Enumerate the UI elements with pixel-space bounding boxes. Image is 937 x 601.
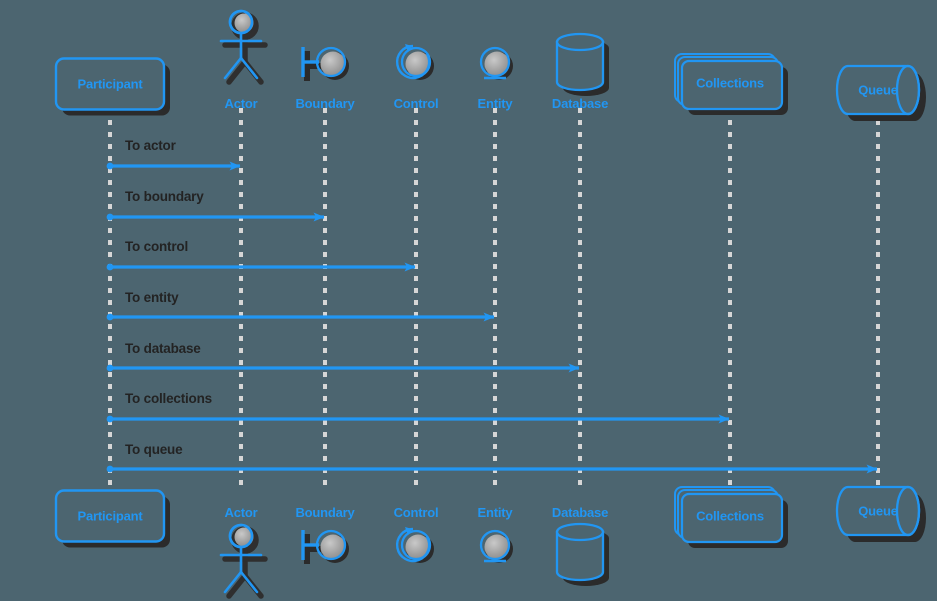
- boundary-ring: [315, 46, 347, 78]
- boundary-ring: [315, 529, 347, 561]
- database-body: [555, 530, 605, 582]
- actor-head-ring: [228, 523, 254, 549]
- database-top: [555, 522, 605, 542]
- control-fill: [405, 534, 431, 560]
- database-top: [555, 32, 605, 52]
- message-label-6: To collections: [125, 391, 212, 406]
- shape-queue-top[interactable]: [835, 64, 926, 121]
- message-label-5: To database: [125, 341, 201, 356]
- message-4[interactable]: [106, 312, 495, 322]
- lifeline-label-top-database: Database: [551, 96, 609, 111]
- actor-leg-l: [226, 573, 248, 599]
- shape-entity-top[interactable]: [479, 46, 513, 80]
- shape-actor-bottom[interactable]: [219, 523, 268, 599]
- control-arrowhead: [405, 44, 412, 52]
- collections-front: [680, 59, 784, 111]
- lifelines-group: [108, 108, 880, 492]
- actor-leg-l: [223, 570, 243, 594]
- shape-control-top[interactable]: [395, 44, 434, 80]
- control-arrowhead: [405, 527, 412, 535]
- lifeline-label-top-collections: Collections: [696, 75, 764, 91]
- lifeline-shapes-group: [54, 9, 926, 599]
- message-7[interactable]: [106, 464, 878, 474]
- messages-group: [106, 161, 878, 474]
- shape-participant-bottom[interactable]: [54, 489, 170, 548]
- message-label-7: To queue: [125, 442, 183, 457]
- shape-database-top[interactable]: [555, 32, 609, 96]
- actor-head-fill: [234, 13, 254, 33]
- queue-cap: [895, 64, 921, 116]
- shape-collections-bottom[interactable]: [674, 486, 788, 548]
- entity-sphere: [479, 529, 513, 563]
- shape-entity-bottom[interactable]: [479, 529, 513, 563]
- boundary-fill: [320, 51, 346, 77]
- actor-leg-r: [239, 570, 259, 594]
- actor-leg-l: [226, 59, 248, 85]
- lifeline-label-top-boundary: Boundary: [295, 96, 355, 111]
- collections-front: [680, 492, 784, 544]
- shape-participant-top[interactable]: [54, 57, 170, 116]
- shape-queue-bottom[interactable]: [835, 485, 926, 542]
- message-label-2: To boundary: [125, 189, 204, 204]
- message-label-4: To entity: [125, 290, 179, 305]
- message-1[interactable]: [106, 161, 241, 171]
- message-3[interactable]: [106, 262, 416, 272]
- message-5[interactable]: [106, 363, 580, 373]
- lifeline-label-bottom-control: Control: [393, 505, 439, 520]
- actor-leg-r: [239, 56, 259, 80]
- shape-boundary-bottom[interactable]: [301, 529, 349, 564]
- entity-fill: [484, 51, 510, 77]
- boundary-fill: [320, 534, 346, 560]
- boundary-sphere: [315, 46, 349, 80]
- control-arc: [395, 44, 431, 80]
- shape-collections-top[interactable]: [674, 53, 788, 115]
- message-2[interactable]: [106, 212, 325, 222]
- message-label-1: To actor: [125, 138, 176, 153]
- entity-fill: [484, 534, 510, 560]
- lifeline-label-bottom-actor: Actor: [224, 505, 258, 520]
- queue-cap: [895, 485, 921, 537]
- control-sphere: [400, 529, 434, 563]
- lifeline-label-bottom-participant: Participant: [77, 508, 143, 524]
- actor-head-fill: [234, 527, 254, 547]
- lifeline-label-top-entity: Entity: [477, 96, 513, 111]
- lifeline-label-top-control: Control: [393, 96, 439, 111]
- message-label-3: To control: [125, 239, 188, 254]
- participant-body: [54, 489, 166, 543]
- database-body: [555, 40, 605, 92]
- control-arc: [395, 527, 431, 563]
- entity-sphere: [479, 46, 513, 80]
- lifeline-label-bottom-queue: Queue: [858, 503, 898, 519]
- actor-leg-l: [223, 56, 243, 80]
- actor-head-ring: [228, 9, 254, 35]
- shape-control-bottom[interactable]: [395, 527, 434, 563]
- lifeline-label-bottom-collections: Collections: [696, 508, 764, 524]
- message-6[interactable]: [106, 414, 730, 424]
- entity-ring: [479, 529, 511, 561]
- lifeline-label-top-queue: Queue: [858, 82, 898, 98]
- shape-database-bottom[interactable]: [555, 522, 609, 586]
- entity-ring: [479, 46, 511, 78]
- control-fill: [405, 51, 431, 77]
- boundary-sphere: [315, 529, 349, 563]
- participant-body: [54, 57, 166, 111]
- shape-actor-top[interactable]: [219, 9, 268, 85]
- shape-boundary-top[interactable]: [301, 46, 349, 81]
- lifeline-label-bottom-database: Database: [551, 505, 609, 520]
- lifeline-label-top-actor: Actor: [224, 96, 258, 111]
- lifeline-label-bottom-boundary: Boundary: [295, 505, 355, 520]
- lifeline-label-bottom-entity: Entity: [477, 505, 513, 520]
- lifeline-label-top-participant: Participant: [77, 76, 143, 92]
